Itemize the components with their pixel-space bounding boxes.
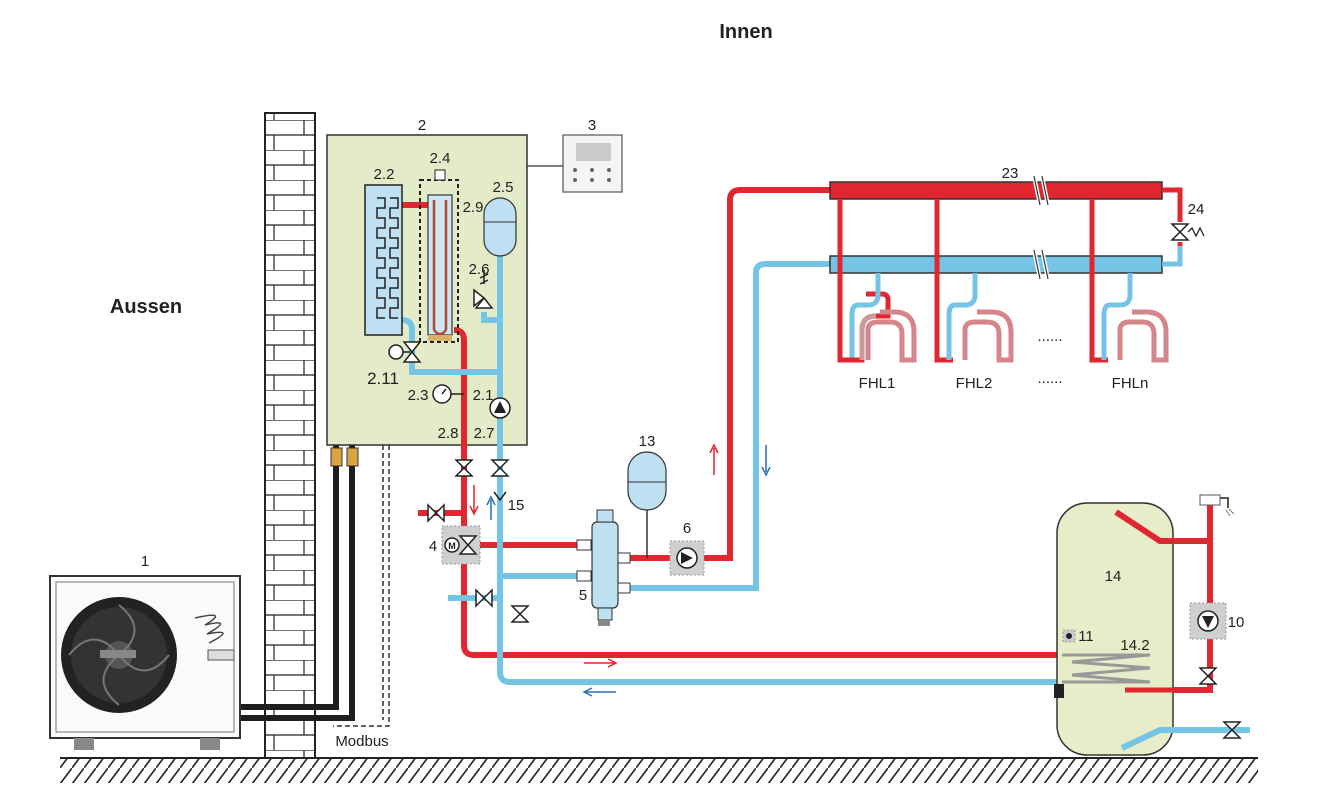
loop-ellipsis: ...... <box>1037 328 1062 345</box>
flow-outlet-label: 2.8 <box>438 425 459 442</box>
inside-label: Innen <box>719 21 772 43</box>
dhw-recirculation <box>1172 494 1242 739</box>
loop-1-label: FHL1 <box>859 375 896 392</box>
controller-label: 3 <box>588 117 596 134</box>
modbus-label: Modbus <box>335 733 388 750</box>
circulation-pump <box>489 397 511 419</box>
bypass-valve-label: 24 <box>1188 201 1205 218</box>
loop-2-label: FHL2 <box>956 375 993 392</box>
manifold-label: 23 <box>1002 165 1019 182</box>
floor-heating-loop-n <box>1089 199 1169 363</box>
pressure-gauge-label: 2.3 <box>408 387 429 404</box>
flow-switch-label: 2.11 <box>367 369 399 388</box>
indoor-unit-label: 2 <box>418 117 426 134</box>
return-inlet-label: 2.7 <box>474 425 495 442</box>
heating-circuit-pump-label: 6 <box>683 520 691 537</box>
loop-n-label: FHLn <box>1112 375 1149 392</box>
floor-heating-loop-1 <box>837 199 917 363</box>
loop-label-ellipsis: ...... <box>1037 370 1062 387</box>
three-way-valve: M <box>441 525 481 565</box>
circulation-pump-label: 2.1 <box>473 387 494 404</box>
ground <box>60 757 1258 783</box>
expansion-tank <box>627 451 667 558</box>
supply-manifold <box>829 175 1163 206</box>
refrigerant-fittings <box>330 447 359 467</box>
bypass-valve <box>1162 187 1205 267</box>
outdoor-unit-label: 1 <box>141 553 149 570</box>
filter-label: 15 <box>508 497 525 514</box>
dhw-tank-label: 14 <box>1105 568 1122 585</box>
tank-sensor-label: 11 <box>1078 628 1094 645</box>
indoor-piping <box>401 202 503 460</box>
tank-coil-label: 14.2 <box>1120 637 1149 654</box>
hydraulic-separator <box>576 509 631 626</box>
expansion-vessel <box>483 197 517 257</box>
pressure-gauge <box>432 384 464 404</box>
expansion-vessel-label: 2.5 <box>493 179 514 196</box>
safety-valve-label: 2.6 <box>469 261 490 278</box>
heating-circuit-pump <box>669 540 705 576</box>
three-way-valve-label: 4 <box>429 538 437 555</box>
shutoff-valves <box>427 459 530 623</box>
dhw-tank <box>1054 502 1250 756</box>
indoor-unit-panel <box>326 134 528 446</box>
flow-switch <box>388 341 422 363</box>
heat-exchanger-label: 2.2 <box>374 166 395 183</box>
outside-label: Aussen <box>110 296 182 318</box>
modbus-line <box>333 445 390 727</box>
heat-exchanger <box>364 184 403 336</box>
flow-arrows <box>469 443 771 697</box>
dhw-pump-label: 10 <box>1228 614 1245 631</box>
outdoor-unit <box>49 575 241 750</box>
safety-valve <box>473 270 494 309</box>
heater-element-label: 2.9 <box>463 199 484 216</box>
brick-wall <box>264 112 316 759</box>
backup-heater-label: 2.4 <box>430 150 451 167</box>
expansion-tank-label: 13 <box>639 433 656 450</box>
hydraulic-separator-label: 5 <box>579 587 587 604</box>
svg-text:M: M <box>448 541 456 551</box>
floor-heating-loop-2 <box>934 199 1014 363</box>
controller <box>527 134 623 193</box>
backup-heater <box>419 169 459 343</box>
